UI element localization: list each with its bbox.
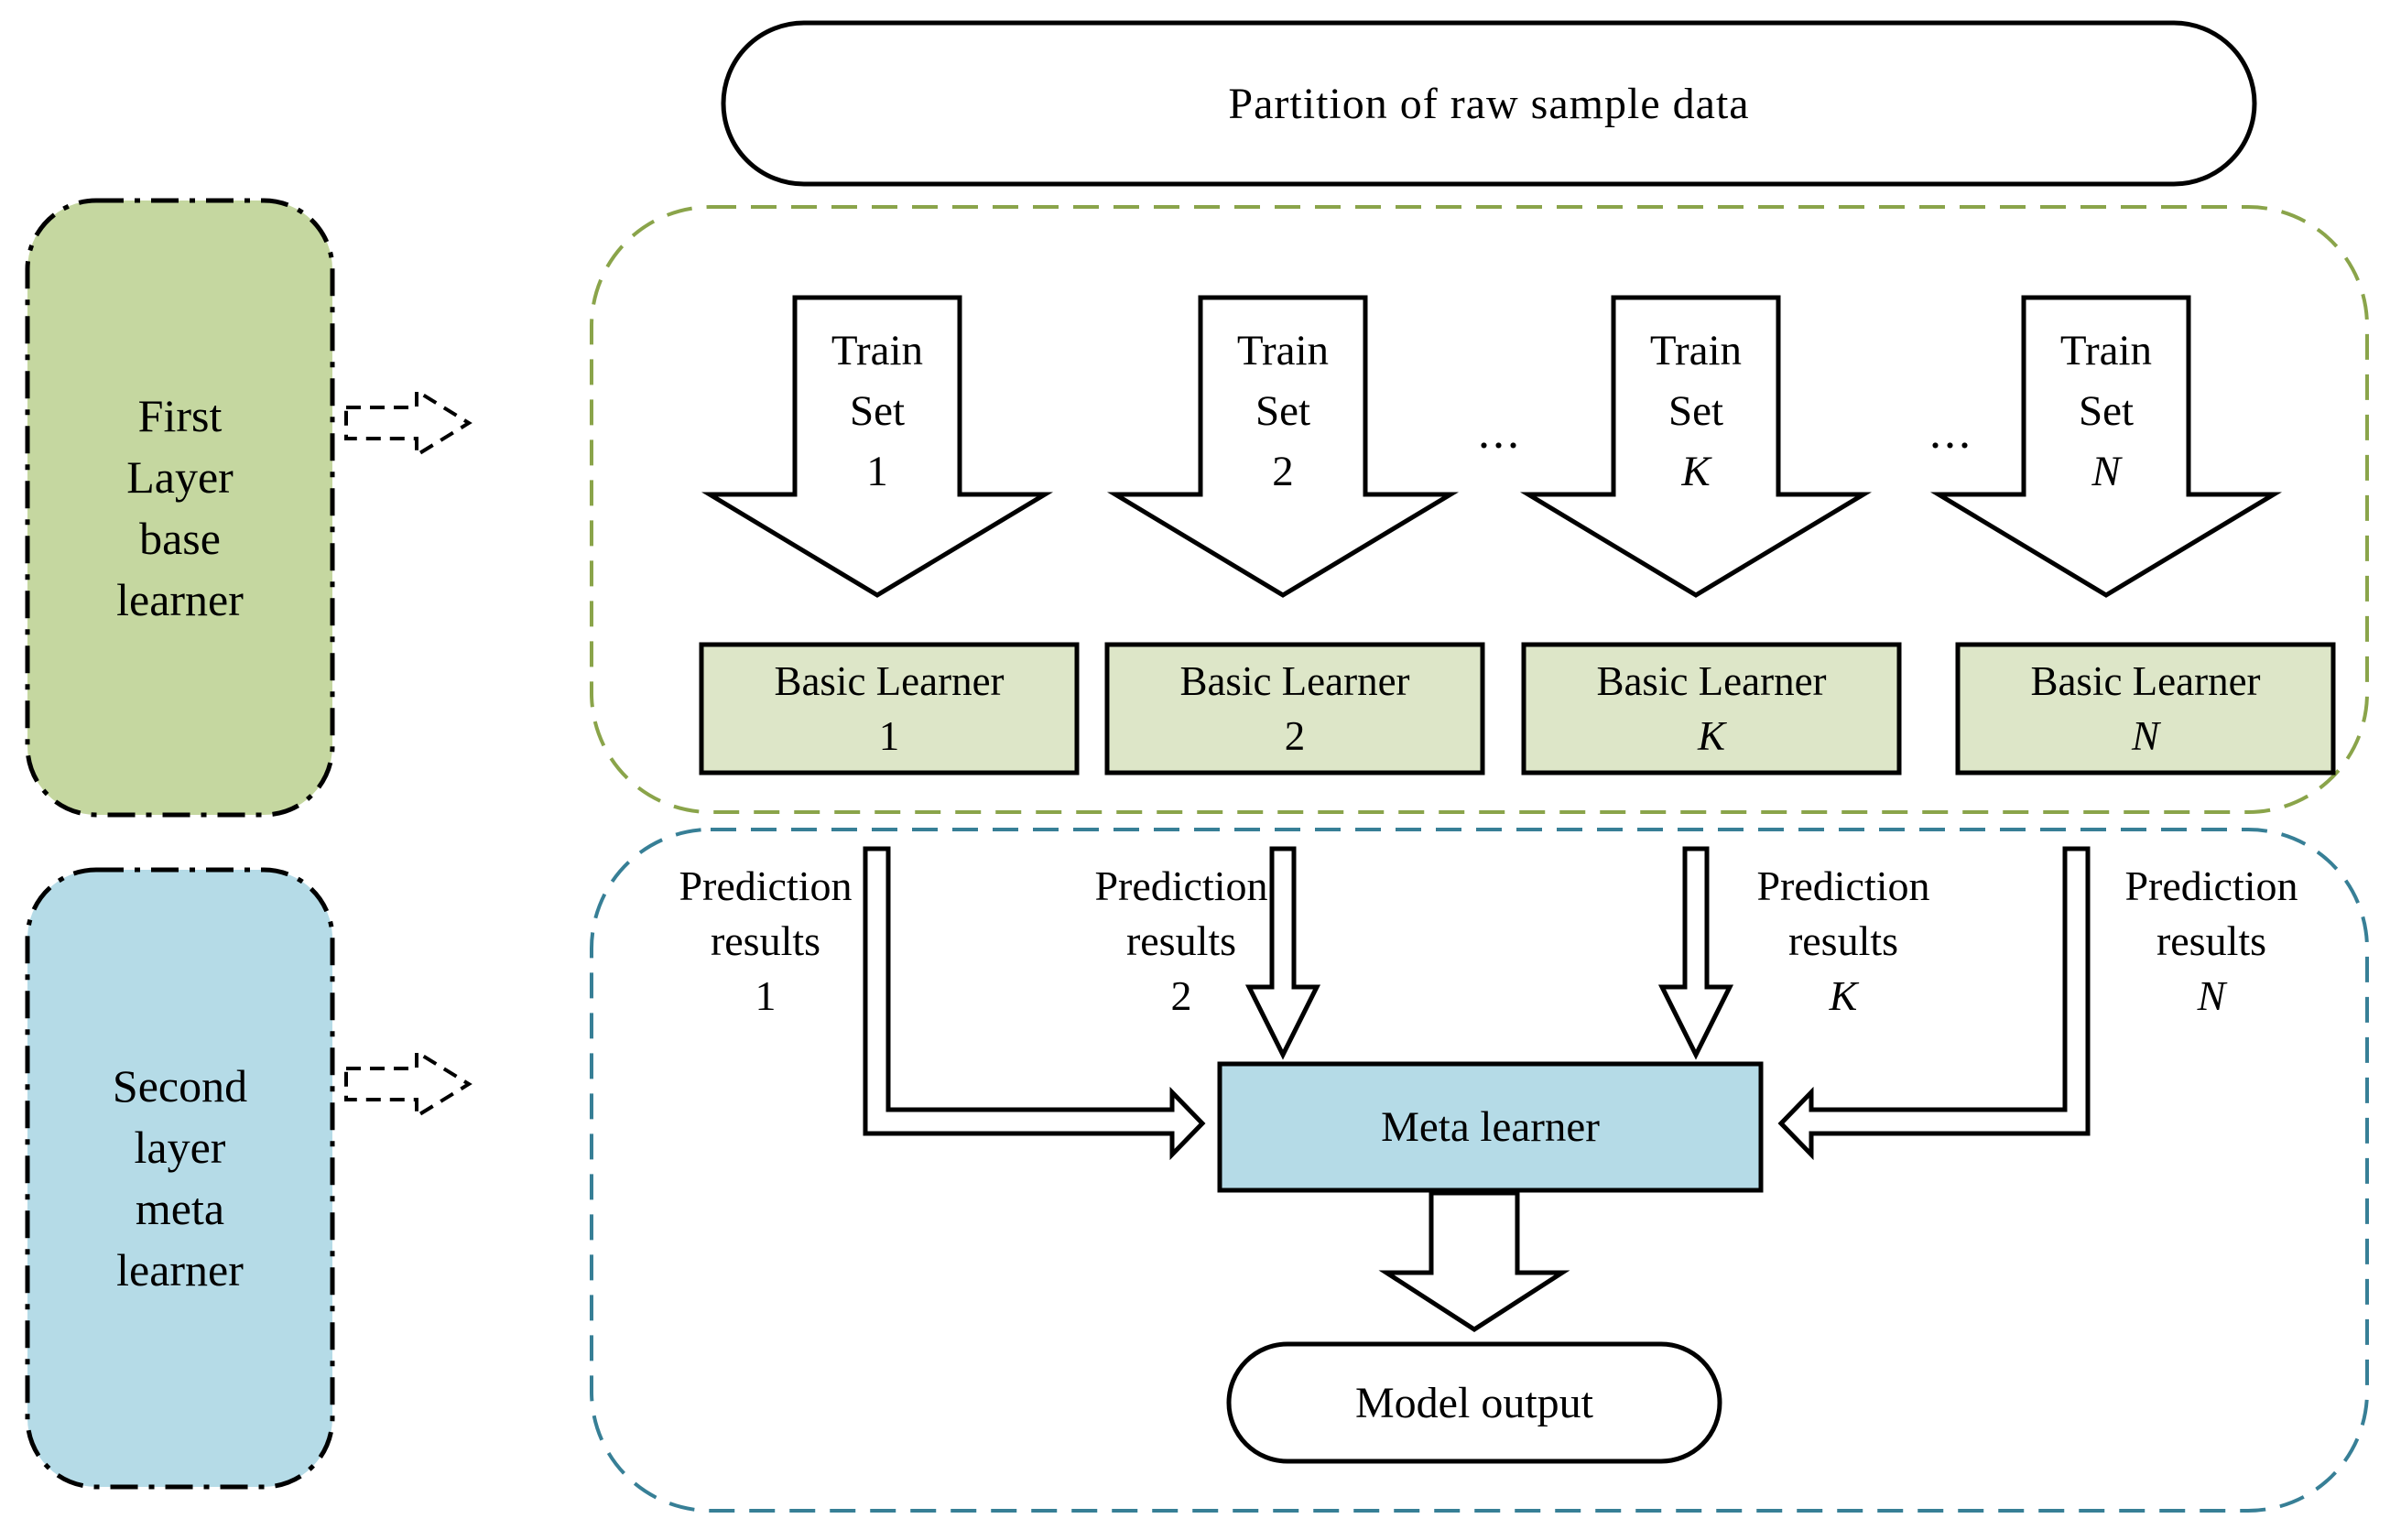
prediction-word: Prediction <box>679 862 853 909</box>
set-word: Set <box>849 387 906 435</box>
basic-learner-2-box <box>1104 642 1485 775</box>
results-word: results <box>1787 917 1899 964</box>
basic-learner-k-box <box>1521 642 1902 775</box>
prediction-index: K <box>1829 972 1858 1019</box>
model-output-box <box>1226 1341 1722 1464</box>
ellipsis-first: ... <box>1445 396 1555 469</box>
prediction-word: Prediction <box>2124 862 2298 909</box>
first-layer-line-1: First <box>137 389 223 441</box>
results-word: results <box>710 917 821 964</box>
prediction-word: Prediction <box>1756 862 1930 909</box>
set-word: Set <box>1668 387 1724 435</box>
model-output-text: Model output <box>1355 1378 1593 1427</box>
basic-learner-name: Basic Learner <box>1596 658 1827 704</box>
train-set-index: 1 <box>866 448 888 495</box>
train-set-arrow-1-icon <box>701 295 1054 598</box>
model-output-label: Model output <box>1229 1344 1720 1461</box>
basic-learner-index: 2 <box>1284 713 1306 759</box>
basic-learner-1-box <box>699 642 1080 775</box>
train-set-arrow-n-icon <box>1929 295 2283 598</box>
train-word: Train <box>831 327 924 374</box>
second-layer-line-2: layer <box>134 1122 226 1173</box>
basic-learner-name: Basic Learner <box>1179 658 1410 704</box>
basic-learner-name: Basic Learner <box>2030 658 2261 704</box>
results-word: results <box>2156 917 2267 964</box>
train-set-index: K <box>1681 448 1711 495</box>
prediction-elbow-arrow-n-icon <box>1777 846 2091 1161</box>
basic-learner-n-box <box>1955 642 2336 775</box>
train-word: Train <box>1236 327 1330 374</box>
second-layer-line-3: meta <box>135 1183 225 1234</box>
results-word: results <box>1125 917 1237 964</box>
meta-learner-label: Meta learner <box>1220 1064 1761 1190</box>
basic-learner-label-2: Basic Learner 2 <box>1107 645 1483 773</box>
second-layer-line-1: Second <box>112 1060 248 1112</box>
dashed-arrow-first-layer-icon <box>344 387 473 459</box>
second-layer-side-box <box>25 867 335 1490</box>
prediction-index: 1 <box>755 972 777 1019</box>
basic-learner-index: N <box>2131 713 2159 759</box>
ellipsis-second: ... <box>1896 396 2006 469</box>
prediction-word: Prediction <box>1094 862 1268 909</box>
train-set-label-n: Train Set N <box>2022 320 2190 502</box>
prediction-index: N <box>2197 972 2226 1019</box>
first-layer-line-4: learner <box>116 573 244 625</box>
prediction-down-arrow-2-icon <box>1244 846 1321 1060</box>
set-word: Set <box>1255 387 1311 435</box>
train-set-label-1: Train Set 1 <box>793 320 961 502</box>
first-layer-side-box <box>25 198 335 818</box>
basic-learner-name: Basic Learner <box>774 658 1005 704</box>
first-layer-line-2: Layer <box>126 450 234 503</box>
basic-learner-index: 1 <box>878 713 900 759</box>
first-layer-container-border <box>590 205 2369 814</box>
basic-learner-label-1: Basic Learner 1 <box>701 645 1077 773</box>
train-word: Train <box>2059 327 2153 374</box>
prediction-down-arrow-k-icon <box>1657 846 1734 1060</box>
meta-learner-box <box>1217 1061 1764 1193</box>
ellipsis-text: ... <box>1478 406 1522 459</box>
first-layer-side-label: First Layer base learner <box>27 201 332 815</box>
basic-learner-index: K <box>1697 713 1725 759</box>
train-set-index: N <box>2091 448 2121 495</box>
train-set-label-k: Train Set K <box>1612 320 1780 502</box>
partition-title-text: Partition of raw sample data <box>1228 79 1750 128</box>
second-layer-container-border <box>590 828 2369 1513</box>
basic-learner-label-n: Basic Learner N <box>1958 645 2333 773</box>
second-layer-line-4: learner <box>116 1244 244 1296</box>
partition-box <box>721 20 2257 187</box>
ellipsis-text: ... <box>1929 406 1973 459</box>
prediction-results-label-n: Prediction results N <box>2083 859 2340 1024</box>
meta-to-output-arrow-icon <box>1378 1190 1570 1332</box>
prediction-results-label-1: Prediction results 1 <box>637 859 894 1024</box>
train-set-index: 2 <box>1272 448 1294 495</box>
dashed-arrow-second-layer-icon <box>344 1048 473 1120</box>
second-layer-side-label: Second layer meta learner <box>27 870 332 1487</box>
basic-learner-label-k: Basic Learner K <box>1524 645 1899 773</box>
first-layer-line-3: base <box>139 512 221 564</box>
train-set-label-2: Train Set 2 <box>1199 320 1367 502</box>
train-set-arrow-k-icon <box>1519 295 1873 598</box>
prediction-elbow-arrow-1-icon <box>863 846 1206 1161</box>
set-word: Set <box>2078 387 2135 435</box>
prediction-results-label-k: Prediction results K <box>1715 859 1972 1024</box>
train-word: Train <box>1649 327 1743 374</box>
partition-title: Partition of raw sample data <box>723 23 2254 184</box>
meta-learner-text: Meta learner <box>1381 1103 1600 1151</box>
prediction-index: 2 <box>1170 972 1192 1019</box>
train-set-arrow-2-icon <box>1106 295 1460 598</box>
prediction-results-label-2: Prediction results 2 <box>1053 859 1309 1024</box>
